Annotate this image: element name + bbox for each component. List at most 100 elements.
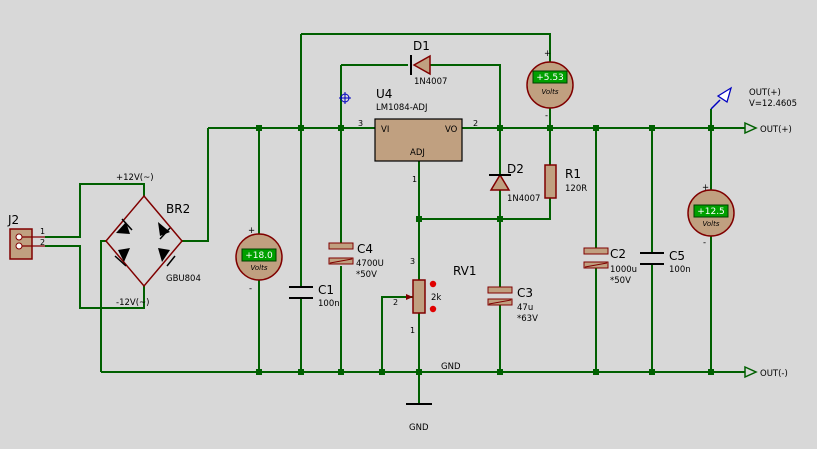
u4-pin1-label: 1 — [412, 175, 417, 184]
meter3-minus: - — [703, 238, 706, 248]
junction — [708, 369, 714, 375]
out-minus-label: OUT(-) — [760, 369, 788, 379]
wire-bridge-plus — [182, 128, 209, 242]
capacitor-c3[interactable] — [487, 286, 513, 306]
junction — [547, 125, 553, 131]
junction — [497, 369, 503, 375]
pot-adjust-up-icon[interactable] — [429, 280, 437, 288]
capacitor-c4[interactable] — [328, 242, 354, 265]
c4-value-label: 4700U — [356, 259, 384, 269]
probe-name-label: OUT(+) — [749, 88, 781, 98]
voltmeter-output[interactable]: +12.5 Volts — [687, 189, 735, 237]
junctions — [256, 125, 714, 375]
meter-unit: Volts — [251, 264, 268, 272]
capacitor-c2[interactable] — [583, 247, 609, 269]
wire-rv1-wiper — [381, 296, 413, 372]
j2-pin2-label: 2 — [40, 238, 45, 247]
diode-triangle — [489, 173, 511, 191]
pot-body — [412, 279, 426, 314]
c1-value-label: 100n — [318, 299, 340, 309]
junction — [649, 125, 655, 131]
probe-stem — [710, 99, 721, 110]
regulator-u4[interactable] — [374, 118, 463, 162]
j2-ref-label: J2 — [7, 213, 19, 227]
d1-ref-label: D1 — [413, 39, 430, 53]
junction — [298, 369, 304, 375]
cap-hatch — [329, 258, 353, 264]
c2-voltage-label: *50V — [610, 276, 631, 286]
meter1-plus: + — [248, 226, 255, 236]
pot-wiper-arrow-icon — [406, 294, 413, 300]
crosshair-cursor-icon — [339, 92, 351, 104]
meter-unit: Volts — [542, 88, 559, 96]
j2-pin1-label: 1 — [40, 227, 45, 236]
junction — [416, 216, 422, 222]
diode-icon — [158, 222, 170, 236]
junction — [497, 216, 503, 222]
diode-d1[interactable] — [410, 54, 431, 76]
terminal-arrow-icon — [744, 365, 758, 379]
gnd-net-label: GND — [441, 362, 461, 372]
meter-lcd — [241, 248, 277, 262]
wire-adj-node — [419, 198, 551, 220]
c3-voltage-label: *63V — [517, 314, 538, 324]
u4-adj-label: ADJ — [410, 148, 425, 158]
resistor-body — [544, 164, 557, 199]
c1-ref-label: C1 — [318, 283, 334, 297]
probe-reading-label: V=12.4605 — [749, 99, 797, 109]
c3-value-label: 47u — [517, 303, 533, 313]
cap-hatch — [584, 262, 608, 268]
regulator-body — [374, 118, 463, 162]
wire-top-loop — [301, 33, 551, 62]
d2-ref-label: D2 — [507, 162, 524, 176]
terminal-out-minus[interactable] — [744, 365, 758, 379]
terminal-out-plus[interactable] — [744, 121, 758, 135]
junction — [256, 369, 262, 375]
out-plus-label: OUT(+) — [760, 125, 792, 135]
diode-icon — [118, 248, 130, 262]
voltmeter-input[interactable]: +18.0 Volts — [235, 233, 283, 281]
bridge-rectifier-br2[interactable] — [105, 194, 183, 288]
wire-bridge-minus — [100, 240, 106, 372]
bridge-diode-icons — [116, 222, 170, 262]
d2-part-label: 1N4007 — [507, 194, 540, 204]
cap-plate — [328, 242, 354, 250]
r1-ref-label: R1 — [565, 167, 581, 181]
u4-pin3-label: 3 — [358, 119, 363, 128]
u4-vo-label: VO — [445, 125, 458, 135]
meter2-minus: - — [545, 111, 548, 121]
c5-ref-label: C5 — [669, 249, 685, 263]
junction — [338, 125, 344, 131]
meter3-plus: + — [702, 183, 709, 193]
voltmeter-diode[interactable]: +5.53 Volts — [526, 61, 574, 109]
voltage-probe[interactable] — [710, 86, 733, 128]
u4-part-label: LM1084-ADJ — [376, 103, 427, 113]
meter-reading: +18.0 — [245, 251, 273, 261]
meter-body — [526, 61, 574, 109]
potentiometer-rv1[interactable] — [406, 279, 437, 314]
rv1-value-label: 2k — [431, 293, 441, 303]
c2-value-label: 1000u — [610, 265, 637, 275]
connector-j2[interactable] — [9, 228, 45, 260]
cap-hatch — [488, 299, 512, 305]
u4-vi-label: VI — [381, 125, 389, 135]
junction — [593, 369, 599, 375]
diode-d2[interactable] — [489, 173, 511, 191]
capacitor-c5[interactable] — [640, 252, 664, 265]
c4-voltage-label: *50V — [356, 270, 377, 280]
meter-reading: +5.53 — [536, 73, 564, 83]
junction — [338, 369, 344, 375]
u4-pin2-label: 2 — [473, 119, 478, 128]
rv1-ref-label: RV1 — [453, 264, 477, 278]
capacitor-c1[interactable] — [289, 286, 313, 299]
pin-hole-icon — [15, 233, 23, 241]
wire-d1-right — [430, 64, 501, 128]
resistor-r1[interactable] — [544, 164, 557, 199]
junction — [497, 125, 503, 131]
br2-part-label: GBU804 — [166, 274, 201, 284]
pot-adjust-down-icon[interactable] — [429, 305, 437, 313]
c2-ref-label: C2 — [610, 247, 626, 261]
bridge-diode-bars — [114, 218, 176, 267]
cap-plate — [583, 247, 609, 255]
